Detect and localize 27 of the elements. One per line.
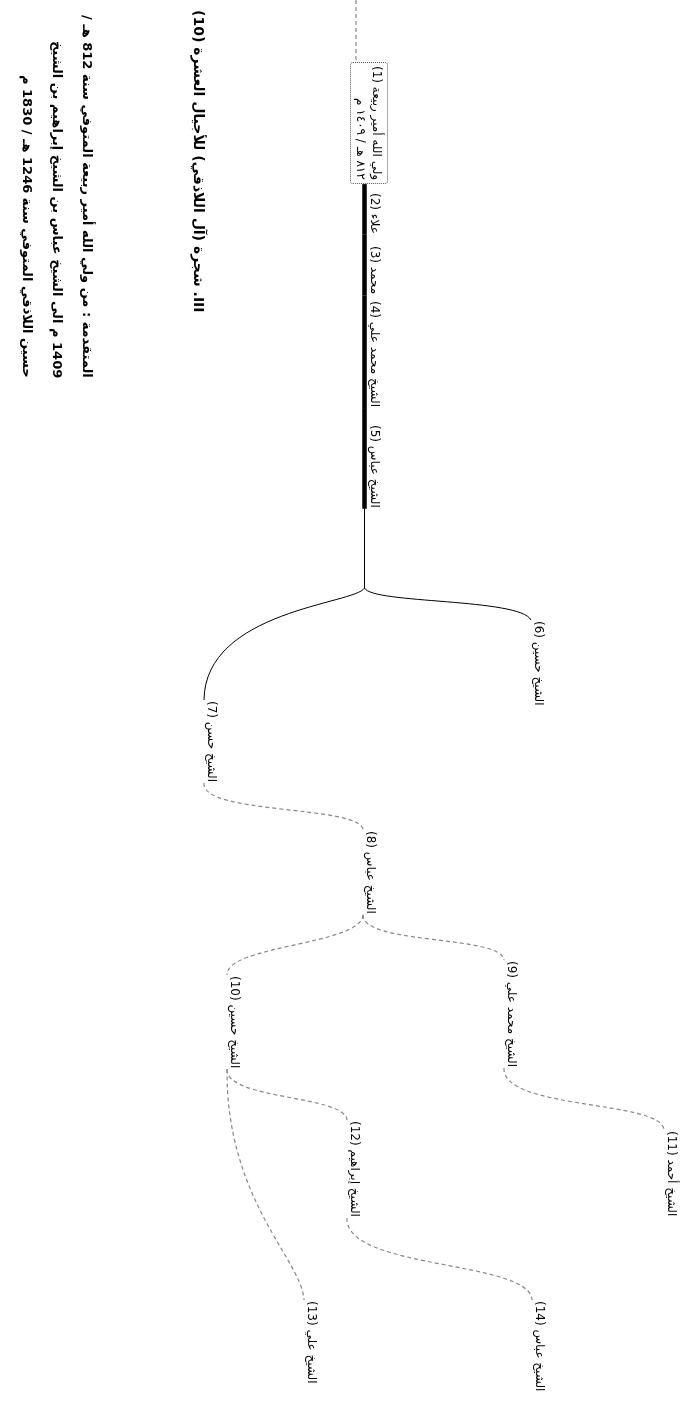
person-label: الشيخ عباس (5) xyxy=(366,424,384,509)
person-label: محمد (3) xyxy=(366,245,384,296)
tree-line xyxy=(362,408,367,509)
person-label: الشيخ عباس (14) xyxy=(531,1300,549,1393)
person-label: الشيخ علي (13) xyxy=(303,1300,321,1385)
caption: المتقدمة : من ولي الله أمير ربيعة المتوفي سنة 812 هـ / 1409 م الى الشيخ عباس بن الشيخ إبراهيم بن الشيخ حسين اللاذقي المتوفي سنة 1246 هـ / 1830 م xyxy=(18,14,97,378)
title: III. شجرة (آل اللاذقي) للأجيال العشرة (10) xyxy=(190,10,208,313)
person-label: الشيخ أحمد (11) xyxy=(663,1130,681,1218)
person-label: الشيخ إبراهيم (12) xyxy=(346,1120,364,1218)
tree-line xyxy=(362,914,505,961)
tree-line xyxy=(503,1067,665,1131)
tree-line xyxy=(203,508,365,701)
tree-line xyxy=(203,782,364,831)
person-label: علاء (2) xyxy=(366,192,384,235)
tree-line xyxy=(362,295,367,409)
tree-line xyxy=(346,1217,533,1301)
tree-line xyxy=(226,914,364,976)
person-label: الشيخ حسين (10) xyxy=(226,975,244,1070)
tree-line xyxy=(226,1068,305,1301)
tree-line xyxy=(362,184,367,235)
person-label: الشيخ حسن (7) xyxy=(203,700,221,783)
person-label: الشيخ عباس (8) xyxy=(362,830,380,915)
tree-line xyxy=(355,0,357,63)
person-label: الشيخ محمد علي (4) xyxy=(366,300,384,409)
tree-line xyxy=(362,234,367,296)
person-label: الشيخ حسين (6) xyxy=(530,620,548,707)
person-label: الشيخ محمد علي (9) xyxy=(503,960,521,1069)
